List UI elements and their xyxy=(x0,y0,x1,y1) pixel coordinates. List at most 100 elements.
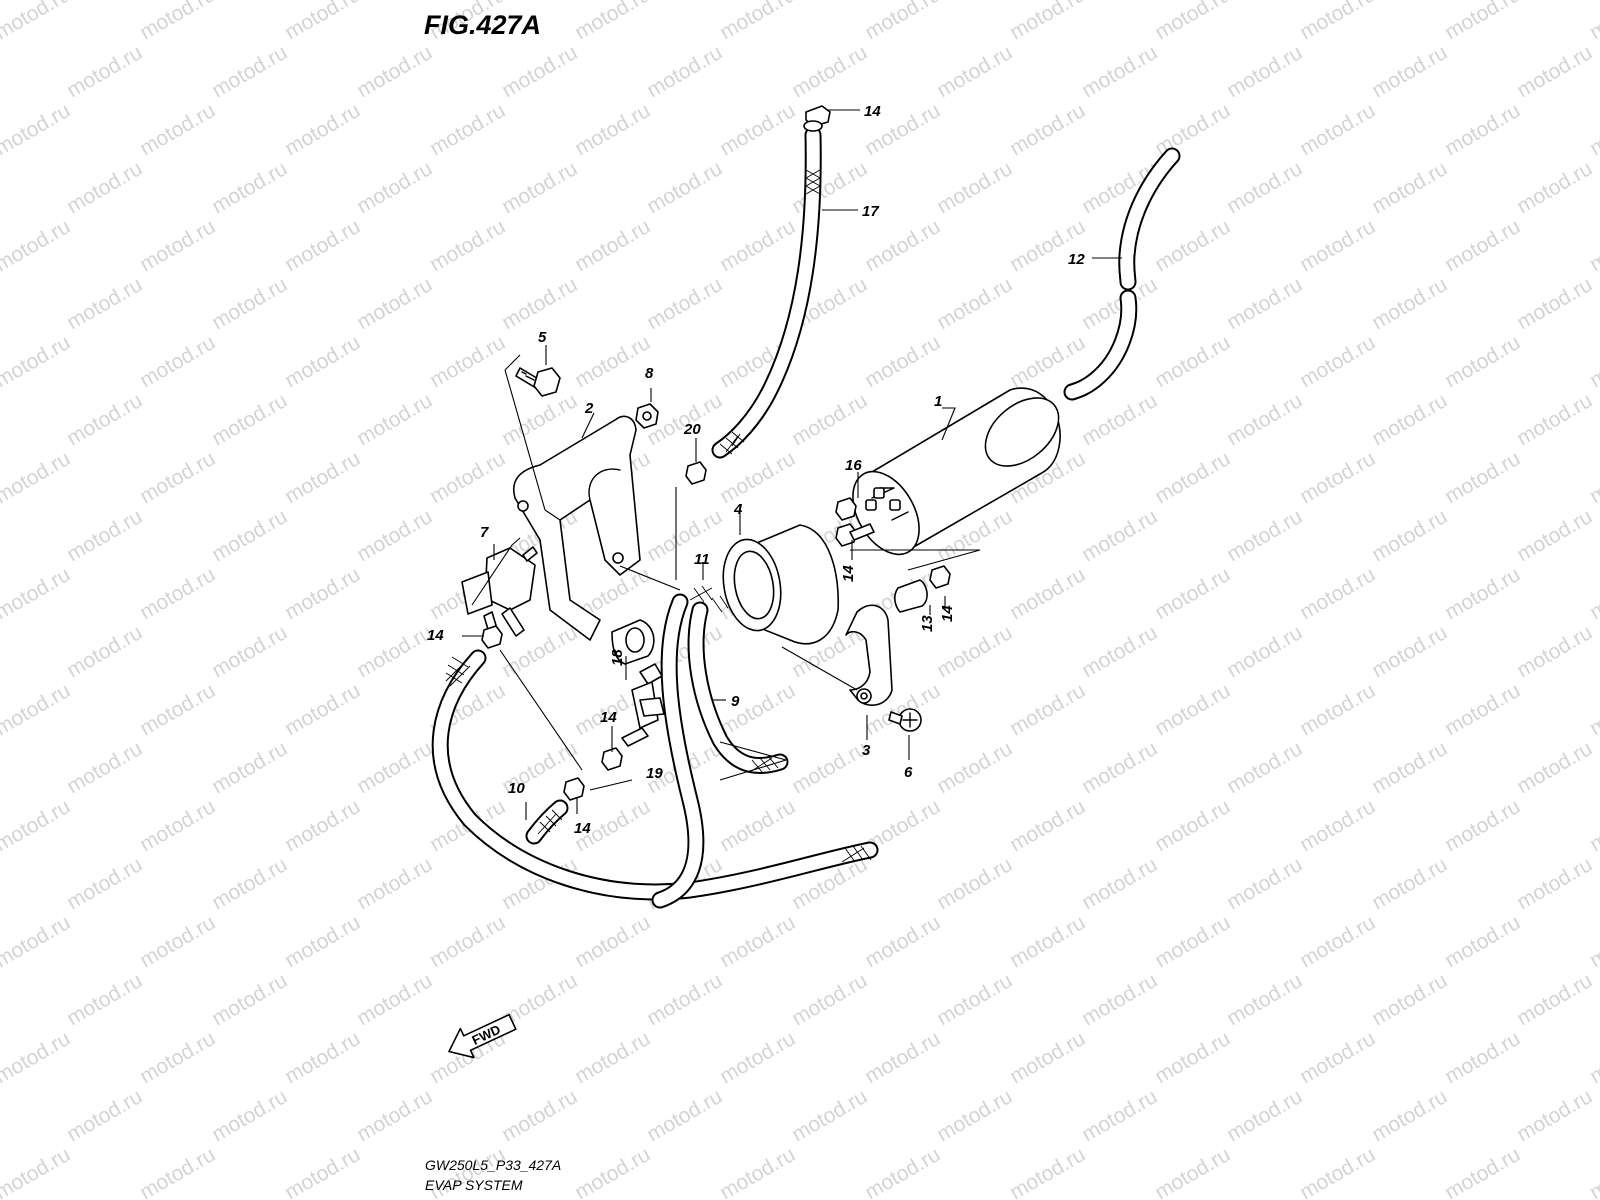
watermark-text: motod.ru xyxy=(136,1143,219,1200)
watermark-text: motod.ru xyxy=(281,679,364,740)
watermark-text: motod.ru xyxy=(63,157,146,218)
watermark-text: motod.ru xyxy=(716,99,799,160)
watermark-text: motod.ru xyxy=(1441,331,1524,392)
watermark-text: motod.ru xyxy=(643,1085,726,1146)
watermark-text: motod.ru xyxy=(208,41,291,102)
hose-17 xyxy=(711,126,822,459)
watermark-text: motod.ru xyxy=(0,1085,1,1146)
watermark-text: motod.ru xyxy=(1223,1085,1306,1146)
watermark-text: motod.ru xyxy=(1586,911,1600,972)
watermark-text: motod.ru xyxy=(1151,1027,1234,1088)
watermark-text: motod.ru xyxy=(208,737,291,798)
watermark-text: motod.ru xyxy=(208,1085,291,1146)
watermark-text: motod.ru xyxy=(1151,215,1234,276)
watermark-text: motod.ru xyxy=(1441,1027,1524,1088)
callout-18: 18 xyxy=(609,649,626,666)
watermark-text: motod.ru xyxy=(281,0,364,44)
watermark-text: motod.ru xyxy=(136,0,219,44)
watermark-text: motod.ru xyxy=(788,969,871,1030)
canister xyxy=(852,387,1061,556)
watermark-text: motod.ru xyxy=(1368,41,1451,102)
watermark-text: motod.ru xyxy=(0,679,74,740)
watermark-text: motod.ru xyxy=(353,853,436,914)
callout-15: 16 xyxy=(845,457,862,474)
watermark-text: motod.ru xyxy=(1586,99,1600,160)
watermark-text: motod.ru xyxy=(1441,911,1524,972)
watermark-text: motod.ru xyxy=(208,273,291,334)
watermark-text: motod.ru xyxy=(1078,389,1161,450)
callout-8: 8 xyxy=(645,365,654,382)
watermark-text: motod.ru xyxy=(1151,447,1234,508)
watermark-text: motod.ru xyxy=(933,41,1016,102)
clip-14-d xyxy=(601,747,623,771)
watermark-text: motod.ru xyxy=(1586,215,1600,276)
clamp-18 xyxy=(611,619,655,665)
watermark-text: motod.ru xyxy=(1296,911,1379,972)
watermark-text: motod.ru xyxy=(933,273,1016,334)
watermark-text: motod.ru xyxy=(1223,505,1306,566)
watermark-text: motod.ru xyxy=(1296,99,1379,160)
watermark-text: motod.ru xyxy=(353,389,436,450)
watermark-text: motod.ru xyxy=(63,389,146,450)
watermark-text: motod.ru xyxy=(498,389,581,450)
watermark-text: motod.ru xyxy=(716,215,799,276)
watermark-text: motod.ru xyxy=(136,447,219,508)
watermark-text: motod.ru xyxy=(571,0,654,44)
watermark-text: motod.ru xyxy=(1368,737,1451,798)
callout-14-b: 14 xyxy=(939,605,956,622)
watermark-text: motod.ru xyxy=(0,41,1,102)
watermark-text: motod.ru xyxy=(208,969,291,1030)
screw-6 xyxy=(888,708,922,732)
watermark-text: motod.ru xyxy=(281,99,364,160)
watermark-text: motod.ru xyxy=(498,273,581,334)
callout-3: 3 xyxy=(862,742,871,759)
watermark-text: motod.ru xyxy=(1368,505,1451,566)
watermark-text: motod.ru xyxy=(1296,447,1379,508)
watermark-text: motod.ru xyxy=(571,215,654,276)
callout-14-e: 14 xyxy=(574,820,591,837)
watermark-text: motod.ru xyxy=(1223,621,1306,682)
watermark-text: motod.ru xyxy=(1586,795,1600,856)
watermark-text: motod.ru xyxy=(1296,1143,1379,1200)
watermark-text: motod.ru xyxy=(353,737,436,798)
hose-10-end xyxy=(525,799,569,845)
watermark-text: motod.ru xyxy=(353,41,436,102)
watermark-text: motod.ru xyxy=(1513,389,1596,450)
watermark-text: motod.ru xyxy=(716,795,799,856)
watermark-text: motod.ru xyxy=(861,1143,944,1200)
watermark-text: motod.ru xyxy=(1368,969,1451,1030)
watermark-text: motod.ru xyxy=(1006,679,1089,740)
watermark-text: motod.ru xyxy=(0,1143,74,1200)
watermark-text: motod.ru xyxy=(716,0,799,44)
watermark-text: motod.ru xyxy=(1441,1143,1524,1200)
watermark-text: motod.ru xyxy=(1223,853,1306,914)
watermark-text: motod.ru xyxy=(1296,679,1379,740)
watermark-text: motod.ru xyxy=(571,1143,654,1200)
callout-13: 13 xyxy=(919,615,936,632)
watermark-text: motod.ru xyxy=(281,795,364,856)
hose-11 xyxy=(651,585,729,909)
joint-16 xyxy=(621,663,665,747)
watermark-text: motod.ru xyxy=(63,1085,146,1146)
watermark-text: motod.ru xyxy=(208,505,291,566)
watermark-text: motod.ru xyxy=(1223,737,1306,798)
watermark-text: motod.ru xyxy=(0,737,1,798)
watermark-text: motod.ru xyxy=(208,157,291,218)
watermark-text: motod.ru xyxy=(1296,795,1379,856)
watermark-text: motod.ru xyxy=(281,331,364,392)
assembly-lines xyxy=(471,354,981,791)
clip-20 xyxy=(685,461,707,485)
watermark-text: motod.ru xyxy=(208,389,291,450)
watermark-text: motod.ru xyxy=(1441,0,1524,44)
callout-17: 17 xyxy=(862,203,879,220)
watermark-text: motod.ru xyxy=(1223,41,1306,102)
fwd-direction-arrow: FWD xyxy=(448,1013,517,1059)
watermark-text: motod.ru xyxy=(571,911,654,972)
cushion-4 xyxy=(722,524,840,645)
watermark-text: motod.ru xyxy=(63,273,146,334)
watermark-text: motod.ru xyxy=(1078,41,1161,102)
watermark-text: motod.ru xyxy=(63,621,146,682)
watermark-text: motod.ru xyxy=(1006,1143,1089,1200)
watermark-text: motod.ru xyxy=(0,1027,74,1088)
callout-5: 5 xyxy=(538,329,547,346)
